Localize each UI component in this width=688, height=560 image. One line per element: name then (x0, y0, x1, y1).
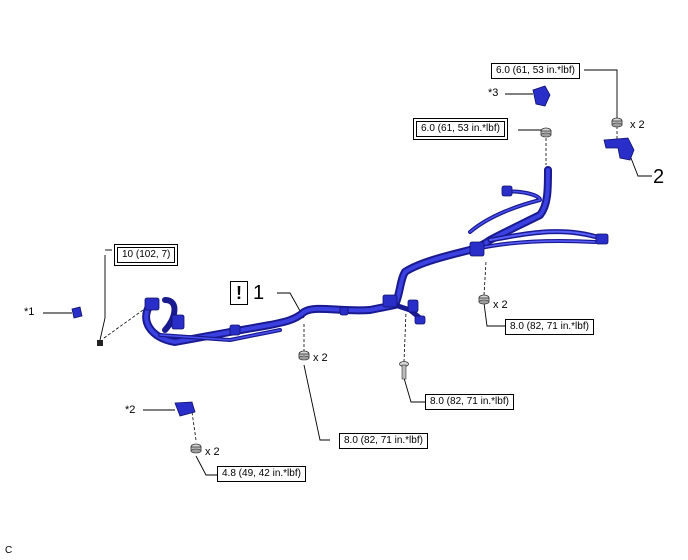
part-star1-clip (71, 306, 83, 319)
callout-star3: *3 (488, 87, 499, 99)
part-star2-bracket (174, 401, 196, 417)
quantity-label-1: x 2 (630, 119, 645, 131)
callout-star2: *2 (125, 404, 136, 416)
harness-connectors (144, 185, 609, 336)
torque-label-6: 8.0 (82, 71 in.*lbf) (339, 433, 428, 449)
quantity-label-2: x 2 (493, 299, 508, 311)
fasteners (190, 117, 623, 454)
part-star3-cover (532, 85, 551, 107)
quantity-label-3: x 2 (313, 352, 328, 364)
part-grommet (97, 340, 103, 346)
wire-harness (142, 166, 603, 346)
callout-part-1: 1 (253, 282, 265, 304)
quantity-label-4: x 2 (205, 446, 220, 458)
torque-label-1: 6.0 (61, 53 in.*lbf) (491, 63, 580, 79)
torque-label-4: 8.0 (82, 71 in.*lbf) (505, 319, 594, 335)
part-2-bracket (603, 137, 635, 161)
figure-code: C (5, 545, 13, 556)
torque-label-2: 6.0 (61, 53 in.*lbf) (413, 118, 508, 140)
caution-icon: ! (230, 281, 248, 305)
torque-label-7: 4.8 (49, 42 in.*lbf) (217, 466, 306, 482)
torque-label-5: 8.0 (82, 71 in.*lbf) (425, 394, 514, 410)
callout-part-2: 2 (653, 166, 665, 188)
leader-lines (43, 69, 652, 476)
torque-label-3: 10 (102, 7) (113, 244, 179, 266)
dashed-lines (103, 126, 618, 441)
callout-star1: *1 (24, 306, 35, 318)
